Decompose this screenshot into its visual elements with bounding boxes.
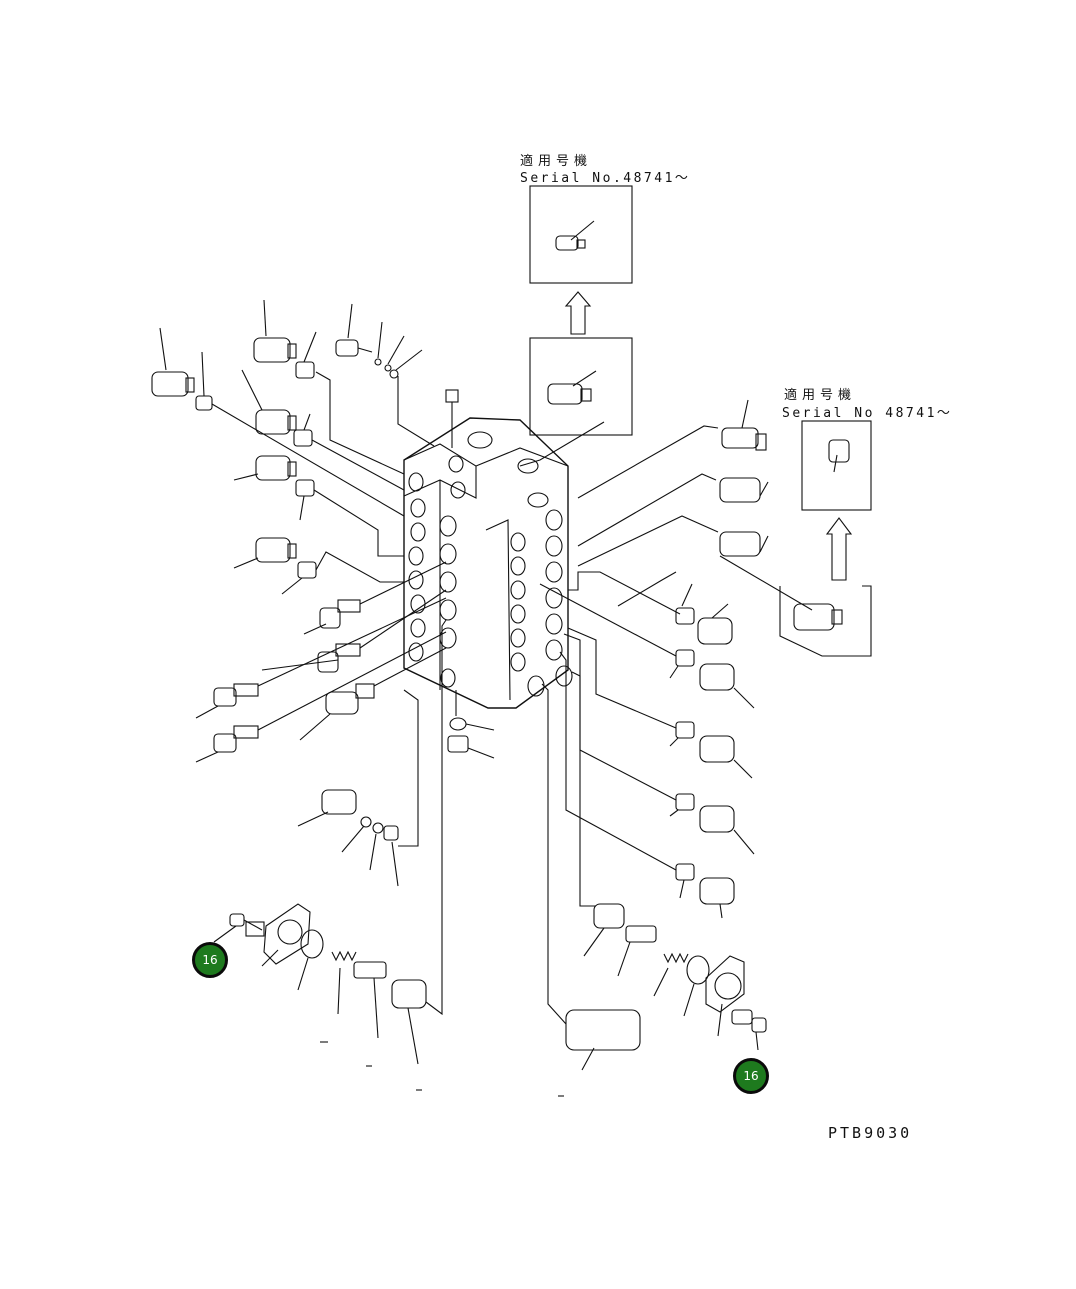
sleeve-part xyxy=(583,903,625,957)
callout-badge-right[interactable]: 16 xyxy=(733,1058,769,1094)
inset-part-icon xyxy=(828,439,850,473)
fitting-part xyxy=(195,683,259,719)
plug-part xyxy=(699,735,753,779)
inset-part-icon xyxy=(793,603,843,631)
top-inset-box-lower xyxy=(529,337,633,436)
fitting-part xyxy=(261,643,361,673)
spool-part xyxy=(335,303,373,357)
piston-part xyxy=(617,925,657,977)
cap-part xyxy=(669,649,695,679)
callout-badge-left[interactable]: 16 xyxy=(192,942,228,978)
top-inset-serial: Serial No.48741～ xyxy=(520,171,691,186)
cap-part xyxy=(675,863,695,899)
piston-part xyxy=(353,961,387,1039)
plug-part xyxy=(699,663,755,709)
right-parts xyxy=(539,399,769,1097)
relief-valve-part xyxy=(719,531,769,557)
main-relief-valve-part xyxy=(565,1009,641,1071)
cap-part xyxy=(295,479,315,521)
valve-body xyxy=(403,389,573,709)
cap-part xyxy=(281,561,317,595)
spool-part xyxy=(241,369,297,435)
flange-part xyxy=(261,903,311,967)
spool-part xyxy=(233,537,297,569)
fitting-part xyxy=(303,599,361,635)
cap-part xyxy=(669,793,695,817)
spring-part xyxy=(653,952,689,997)
spool-part xyxy=(253,299,297,363)
up-arrow-icon xyxy=(564,291,592,335)
cap-part xyxy=(195,351,213,411)
spool-part xyxy=(151,327,195,397)
spring-part xyxy=(331,950,357,1015)
right-inset-box-upper xyxy=(801,420,872,511)
left-parts xyxy=(151,299,495,1091)
bolt-part xyxy=(229,913,265,937)
fitting-part xyxy=(299,683,375,741)
cap-part xyxy=(669,721,695,747)
right-inset-label-jp: 適用号機 xyxy=(784,388,857,403)
up-arrow-icon xyxy=(825,517,853,581)
vent-plug xyxy=(445,389,459,403)
right-inset-group xyxy=(719,420,872,657)
valve-ports-left xyxy=(408,455,466,688)
top-inset-box-upper xyxy=(529,185,633,284)
inset-part-icon xyxy=(547,370,597,405)
plug-part xyxy=(697,603,733,645)
fitting-part xyxy=(195,725,259,763)
sleeve-part xyxy=(391,979,427,1065)
drawing-code: PTB9030 xyxy=(828,1124,913,1142)
top-inset-group xyxy=(519,185,633,467)
right-inset-box-lower xyxy=(779,585,872,657)
relief-valve-part xyxy=(719,477,769,503)
relief-valve-part xyxy=(721,399,767,451)
relief-valve-part xyxy=(297,789,357,827)
bolt-part xyxy=(731,1009,767,1051)
plug-part xyxy=(699,877,735,919)
cap-part xyxy=(295,331,317,379)
cap-part xyxy=(293,413,313,447)
flange-part xyxy=(705,955,745,1037)
plug-part xyxy=(699,805,755,855)
right-inset-serial: Serial No 48741～ xyxy=(782,406,953,421)
inset-part-icon xyxy=(555,220,595,251)
top-inset-label-jp: 適用号機 xyxy=(520,154,593,169)
cap-part xyxy=(675,583,695,625)
valve-ports-right xyxy=(510,509,573,697)
plug-part xyxy=(447,735,495,759)
spool-part xyxy=(233,455,297,481)
